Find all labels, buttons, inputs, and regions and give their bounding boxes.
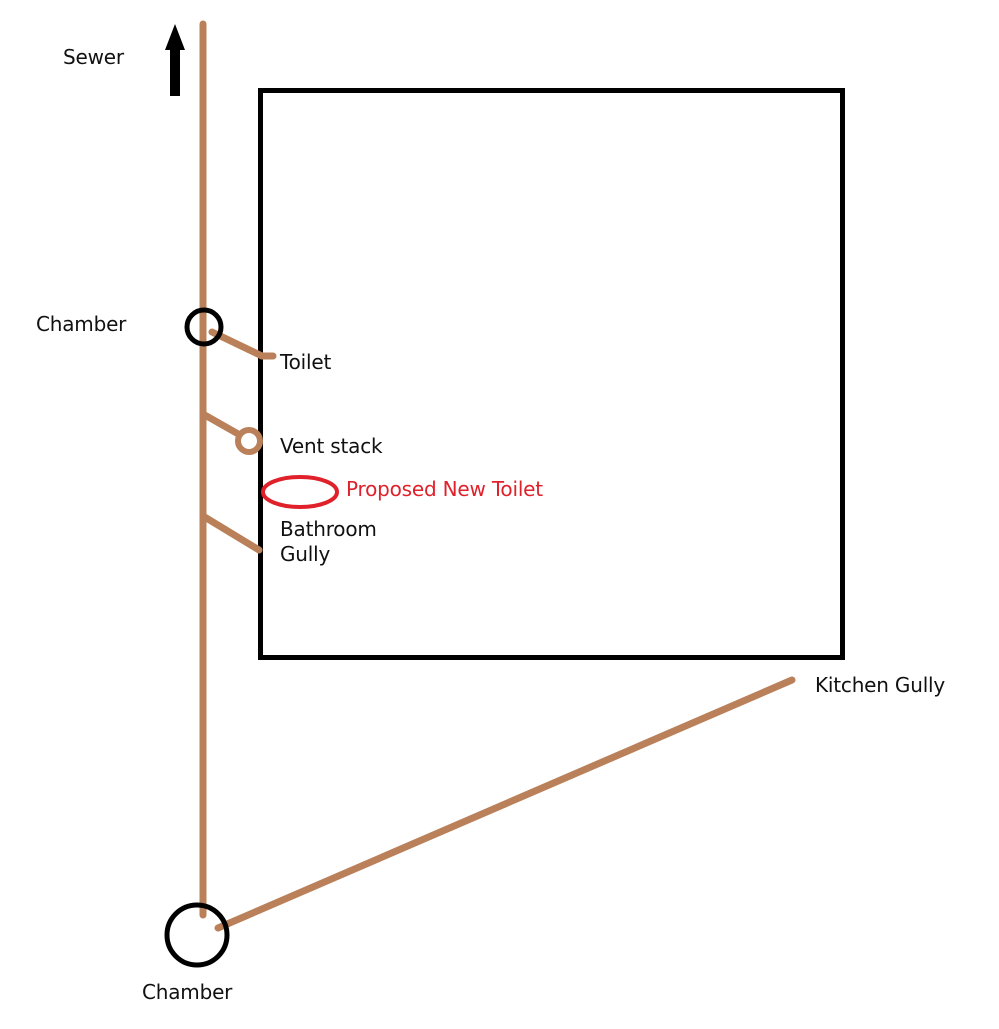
sewer-label: Sewer [63, 45, 124, 69]
vent-stack-label: Vent stack [280, 434, 383, 458]
bathroom-gully-label-line1: Bathroom [280, 517, 377, 541]
chamber-bottom-label: Chamber [142, 980, 233, 1004]
arrow-up-icon [165, 24, 185, 96]
chamber-bottom-icon [164, 902, 230, 968]
vent-stack-branch-pipe [199, 410, 244, 439]
bathroom-gully-label-line2: Gully [280, 542, 331, 566]
kitchen-gully-branch-pipe [214, 676, 796, 932]
kitchen-gully-label: Kitchen Gully [815, 673, 946, 697]
bathroom-gully-branch-pipe [199, 512, 263, 554]
building-outline [258, 88, 845, 660]
proposed-new-toilet-marker [261, 475, 339, 509]
proposed-new-toilet-label: Proposed New Toilet [346, 477, 543, 501]
chamber-top-label: Chamber [36, 312, 127, 336]
toilet-label: Toilet [280, 350, 332, 374]
vent-stack-icon [235, 427, 263, 455]
chamber-top-icon [184, 307, 224, 347]
bathroom-gully-label: Bathroom Gully [280, 517, 377, 567]
